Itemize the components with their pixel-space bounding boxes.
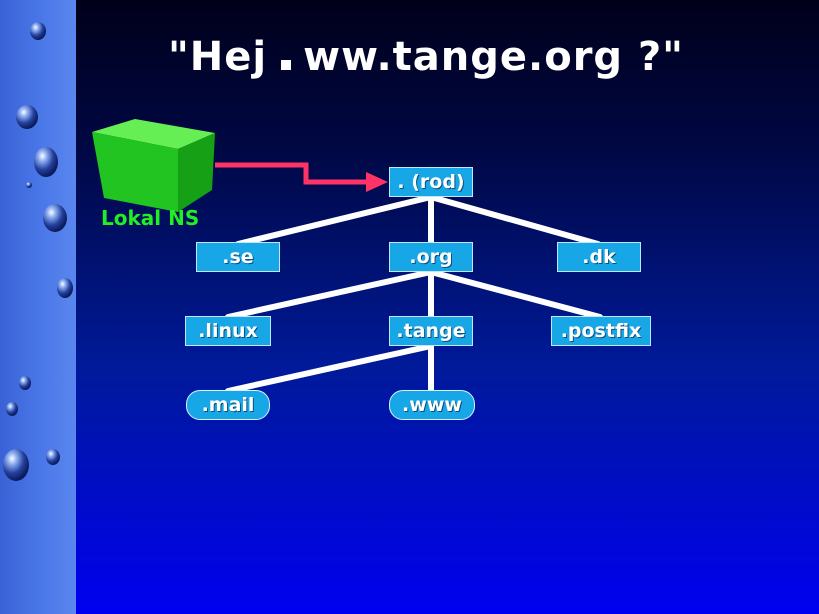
drop-shape	[30, 22, 46, 40]
edge-org-postfix	[428, 269, 603, 320]
node-tange: .tange	[389, 316, 473, 346]
node-postfix: .postfix	[551, 316, 651, 346]
water-drops	[3, 22, 73, 481]
drop-shape	[16, 105, 38, 129]
drop-shape	[46, 449, 60, 465]
local-ns-label: Lokal NS	[101, 206, 200, 230]
sidebar-panel	[0, 0, 76, 614]
edge-tange-mail	[225, 343, 434, 394]
node-root: . (rod)	[389, 167, 473, 197]
title-dot	[281, 60, 292, 70]
drop-shape	[34, 147, 58, 177]
drop-shape	[19, 376, 31, 390]
node-org: .org	[389, 242, 473, 272]
node-www: .www	[389, 390, 475, 420]
drop-shape	[26, 182, 32, 188]
arrow-head-icon	[366, 172, 388, 192]
slide-title: "Hej ww.tange.org ?"	[76, 34, 776, 80]
edge-root-dk	[428, 194, 601, 247]
drop-shape	[3, 449, 29, 481]
node-linux: .linux	[185, 316, 271, 346]
title-text-end: ww.tange.org ?"	[303, 34, 685, 80]
node-dk: .dk	[557, 242, 641, 272]
drop-shape	[57, 278, 73, 298]
query-arrow	[215, 162, 388, 192]
drop-shape	[6, 402, 18, 416]
title-text-start: "Hej	[167, 34, 268, 80]
node-se: .se	[196, 242, 280, 272]
drop-shape	[43, 204, 67, 232]
edge-org-linux	[225, 269, 434, 320]
edge-root-se	[235, 194, 434, 247]
node-mail: .mail	[186, 390, 270, 420]
tree-connectors	[225, 194, 603, 394]
local-ns-cube-icon	[92, 119, 215, 212]
